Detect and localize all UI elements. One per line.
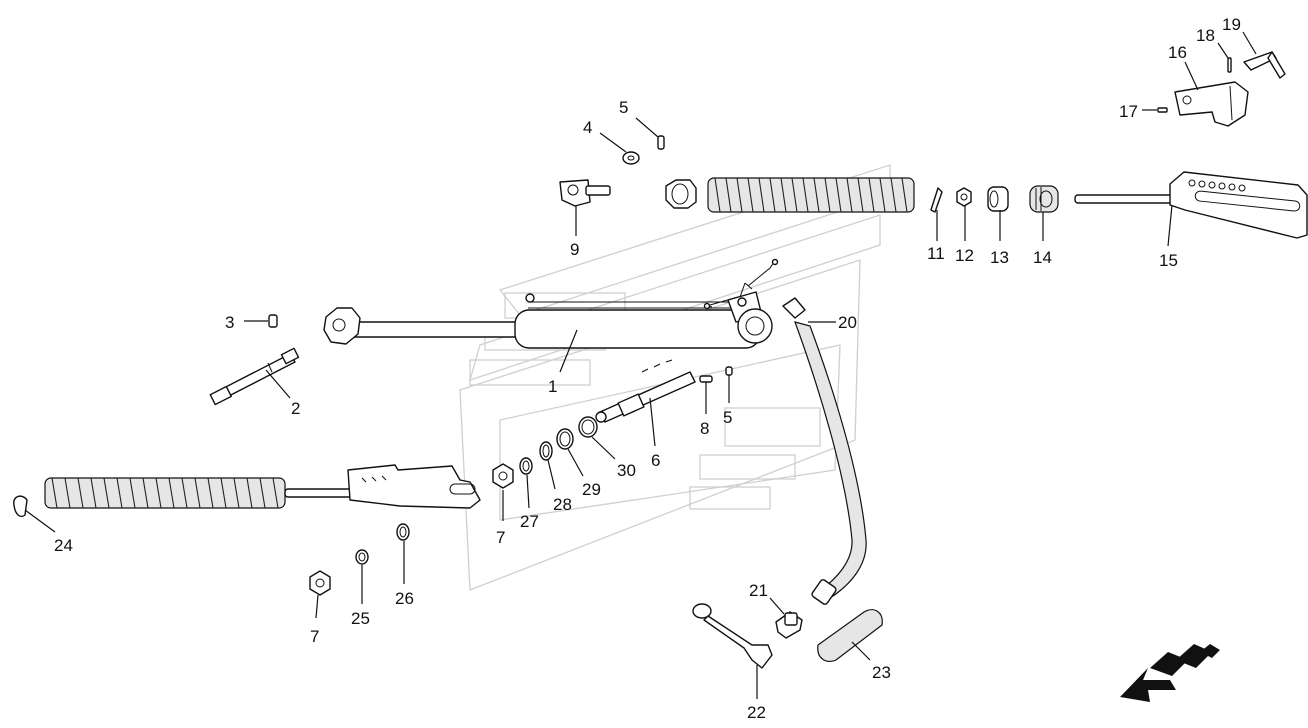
callout-5-upper: 5: [619, 98, 628, 117]
lower-spring-assembly: [44, 464, 481, 509]
part-5-pin-lower: [725, 366, 733, 376]
callout-13: 13: [990, 248, 1009, 267]
part-24-clip: [13, 495, 28, 518]
callout-20: 20: [838, 313, 857, 332]
callout-8: 8: [700, 419, 709, 438]
part-18-pin: [1227, 57, 1232, 73]
part-1-lift-cylinder: [323, 258, 779, 349]
callout-19: 19: [1222, 15, 1241, 34]
callout-3: 3: [225, 313, 234, 332]
callout-2: 2: [291, 399, 300, 418]
callout-12: 12: [955, 246, 974, 265]
part-8-pin: [699, 375, 713, 383]
part-26-ring: [396, 523, 410, 541]
callout-9: 9: [570, 240, 579, 259]
part-16-bracket: [1174, 81, 1249, 127]
part-27-o-ring: [519, 457, 533, 475]
part-5-pin-upper: [657, 135, 665, 150]
part-21-fitting: [775, 611, 803, 639]
part-14-bushing: [1029, 185, 1059, 213]
upper-spring-assembly: [665, 177, 915, 213]
callout-23: 23: [872, 663, 891, 682]
part-22-wrench: [692, 603, 773, 669]
part-25-ring: [355, 549, 369, 565]
callout-6: 6: [651, 451, 660, 470]
part-17-pin: [1157, 107, 1168, 113]
callout-25: 25: [351, 609, 370, 628]
callout-15: 15: [1159, 251, 1178, 270]
part-6-shaft: [595, 359, 696, 423]
part-11-cotter-pin: [930, 187, 943, 213]
callout-labels: 1 2 3 4 5 5 6 7 7 8 9 11 12 13 14 15 16 …: [54, 15, 1241, 722]
direction-arrow-icon: [1120, 644, 1220, 702]
callout-17: 17: [1119, 102, 1138, 121]
part-13-bushing: [987, 186, 1009, 212]
callout-27: 27: [520, 512, 539, 531]
part-30-o-ring: [578, 416, 598, 438]
part-4-washer: [622, 151, 640, 165]
part-29-o-ring: [556, 428, 574, 450]
callout-22: 22: [747, 703, 766, 722]
callout-7-upper: 7: [496, 528, 505, 547]
callout-24: 24: [54, 536, 73, 555]
part-12-nut: [956, 187, 972, 207]
callout-11: 11: [927, 244, 945, 263]
part-7-nut-lower: [309, 570, 331, 596]
part-9-clevis: [559, 179, 611, 207]
callout-26: 26: [395, 589, 414, 608]
callout-5-lower: 5: [723, 408, 732, 427]
callout-1: 1: [548, 377, 557, 396]
callout-4: 4: [583, 118, 592, 137]
callout-18: 18: [1196, 26, 1215, 45]
part-28-o-ring: [539, 441, 553, 461]
callout-30: 30: [617, 461, 636, 480]
part-23-grip: [817, 609, 883, 663]
part-7-nut-upper: [492, 463, 514, 489]
part-19-handle-pin: [1243, 51, 1286, 79]
part-20-hydraulic-hose: [782, 297, 867, 605]
part-15-adjuster-bar: [1074, 171, 1308, 239]
callout-16: 16: [1168, 43, 1187, 62]
part-3-small-pin: [268, 314, 278, 328]
callout-14: 14: [1033, 248, 1052, 267]
callout-28: 28: [553, 495, 572, 514]
callout-7-lower: 7: [310, 627, 319, 646]
callout-21: 21: [749, 581, 768, 600]
leader-lines: [24, 31, 1257, 699]
part-2-pin-shaft: [209, 347, 300, 406]
callout-29: 29: [582, 480, 601, 499]
